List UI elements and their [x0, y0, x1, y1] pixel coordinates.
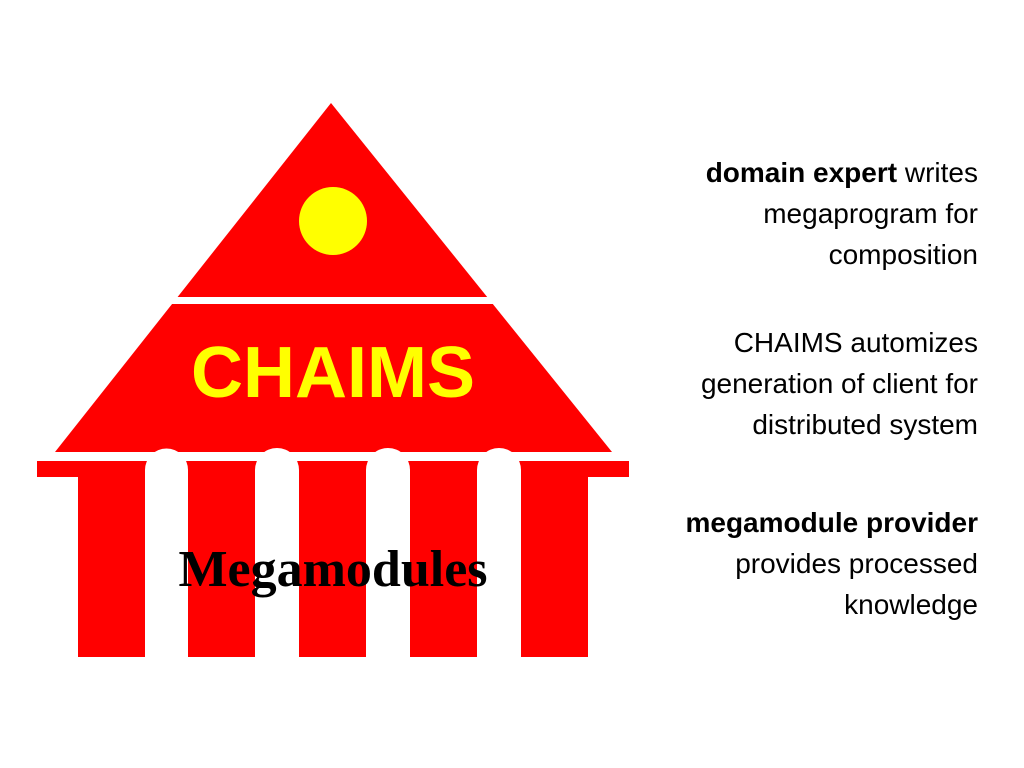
caption-text: writes: [897, 157, 978, 188]
roof-label: CHAIMS: [191, 333, 475, 413]
temple-lintel: [37, 461, 629, 477]
temple-column: [188, 477, 255, 657]
sun-icon: [299, 187, 367, 255]
temple-column: [299, 477, 366, 657]
base-label: Megamodules: [178, 541, 487, 598]
caption-bold: megamodule provider: [685, 507, 978, 538]
caption-megamodule-provider: megamodule provider provides processed k…: [598, 502, 978, 625]
caption-bold: domain expert: [705, 157, 898, 188]
temple-column: [410, 477, 477, 657]
caption-line: composition: [828, 239, 978, 270]
caption-line: CHAIMS automizes: [733, 327, 978, 358]
caption-line: provides processed: [735, 548, 978, 579]
caption-domain-expert: domain expert writes megaprogram for com…: [598, 152, 978, 275]
column-arch: [366, 448, 410, 477]
caption-line: knowledge: [844, 589, 978, 620]
column-arch: [145, 448, 188, 477]
temple-column: [78, 477, 145, 657]
column-arch: [477, 448, 521, 477]
caption-chaims: CHAIMS automizes generation of client fo…: [598, 322, 978, 445]
caption-line: domain expert writes: [598, 152, 978, 193]
roof-divider: [150, 297, 520, 304]
caption-line: generation of client for: [700, 368, 978, 399]
caption-line: distributed system: [752, 409, 978, 440]
caption-line: megaprogram for: [763, 198, 978, 229]
temple-column: [521, 477, 588, 657]
column-arch: [255, 448, 299, 477]
temple-roof: [55, 103, 612, 452]
